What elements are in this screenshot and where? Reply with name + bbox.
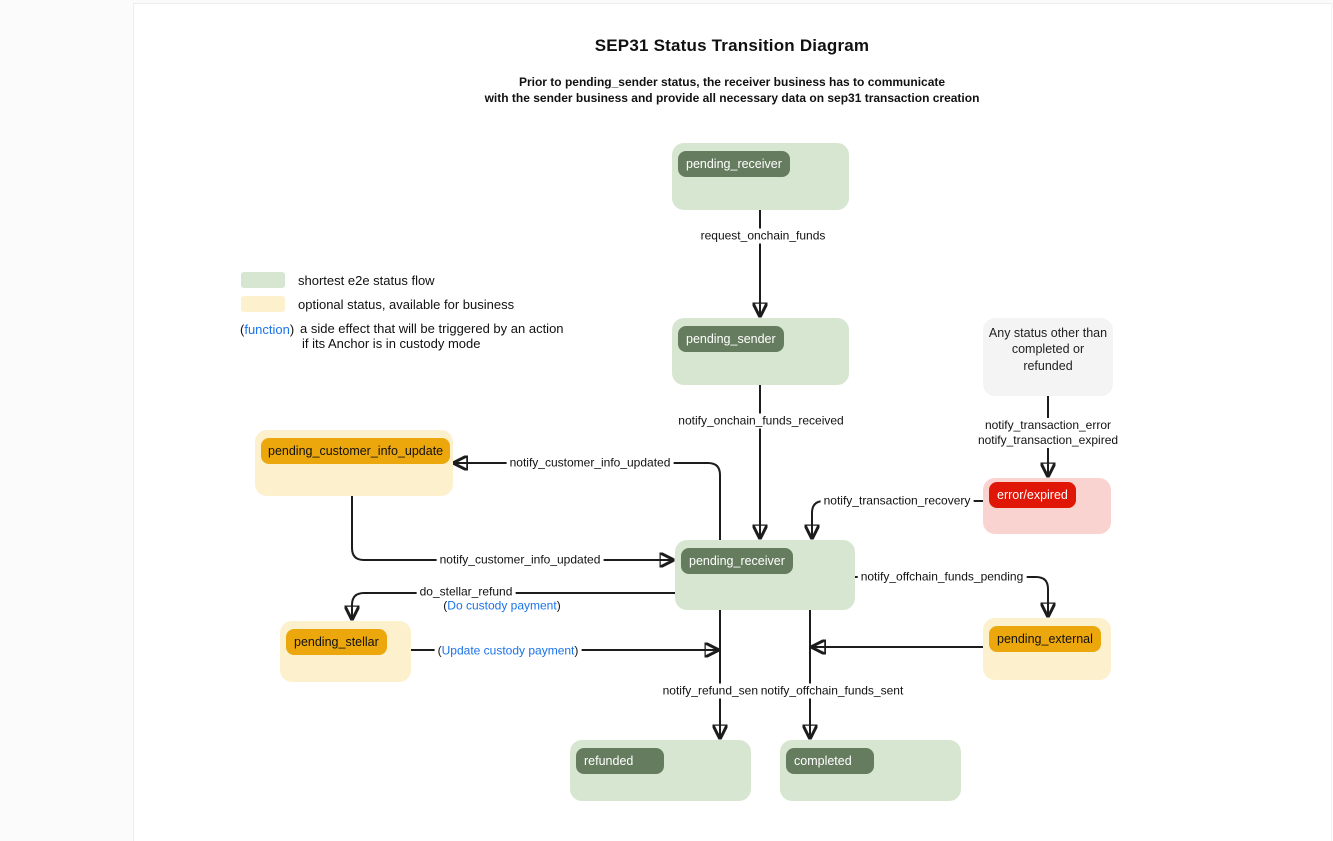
edge-notify-offchain-funds-pending — [855, 576, 1048, 615]
state-node-error-expired: error/expired — [983, 478, 1111, 534]
edge-label-do-stellar-refund: do_stellar_refund — [416, 584, 516, 600]
do-custody-payment-function: Do custody payment — [447, 598, 557, 613]
state-label-pending-receiver-top: pending_receiver — [678, 151, 790, 177]
legend-yellow-swatch — [241, 296, 285, 312]
state-label-pending-customer-info-update: pending_customer_info_update — [261, 438, 451, 464]
state-label-pending-sender: pending_sender — [678, 326, 784, 352]
page-subtitle: Prior to pending_sender status, the rece… — [133, 75, 1331, 106]
edge-label-notify-offchain-funds-pending: notify_offchain_funds_pending — [857, 569, 1027, 585]
legend-green-label: shortest e2e status flow — [298, 273, 435, 288]
edge-label-update-custody-payment: (Update custody payment) — [434, 643, 582, 659]
state-node-pending-external: pending_external — [983, 618, 1111, 680]
state-label-error-expired: error/expired — [989, 482, 1076, 508]
state-node-pending-receiver-mid: pending_receiver — [675, 540, 855, 610]
edge-label-notify-transaction-error-expired: notify_transaction_error notify_transact… — [974, 418, 1122, 448]
any-status-line1: Any status other than — [988, 326, 1108, 340]
legend-green-swatch — [241, 272, 285, 288]
edge-label-notify-refund-sent: notify_refund_sent — [659, 683, 765, 699]
edge-label-request-onchain-funds: request_onchain_funds — [697, 228, 829, 244]
legend-function-word: function — [244, 322, 290, 337]
state-node-any-status: Any status other than completed or refun… — [983, 318, 1113, 396]
state-node-pending-customer-info-update: pending_customer_info_update — [255, 430, 453, 496]
state-node-refunded: refunded — [570, 740, 751, 801]
state-label-pending-receiver-mid: pending_receiver — [681, 548, 793, 574]
edge-do-stellar-refund — [352, 592, 675, 618]
page-subtitle-line1: Prior to pending_sender status, the rece… — [518, 75, 946, 89]
legend-yellow-label: optional status, available for business — [298, 297, 515, 312]
state-node-pending-sender: pending_sender — [672, 318, 849, 385]
edge-notify-customer-info-updated-up — [455, 463, 721, 540]
edge-label-notify-transaction-recovery: notify_transaction_recovery — [820, 493, 974, 509]
page-subtitle-line2: with the sender business and provide all… — [484, 90, 980, 105]
state-node-completed: completed — [780, 740, 961, 801]
state-label-refunded: refunded — [576, 748, 664, 774]
state-node-pending-receiver-top: pending_receiver — [672, 143, 849, 210]
edge-label-notify-customer-info-updated-down: notify_customer_info_updated — [436, 552, 604, 568]
legend-function-desc-line1: a side effect that will be triggered by … — [300, 321, 564, 336]
state-label-pending-external: pending_external — [989, 626, 1101, 652]
edge-label-notify-offchain-funds-sent: notify_offchain_funds_sent — [757, 683, 907, 699]
page-title: SEP31 Status Transition Diagram — [594, 36, 870, 55]
any-status-line2: completed or refunded — [1011, 342, 1085, 373]
any-status-text: Any status other than completed or refun… — [983, 318, 1113, 381]
update-custody-payment-function: Update custody payment — [441, 643, 575, 658]
edge-label-notify-onchain-funds-received: notify_onchain_funds_received — [675, 413, 847, 429]
edge-label-notify-transaction-error: notify_transaction_error — [984, 418, 1112, 432]
legend-function-token: (function) — [240, 322, 295, 337]
edge-label-do-custody-payment: (Do custody payment) — [440, 598, 564, 614]
edge-label-notify-transaction-expired: notify_transaction_expired — [977, 433, 1119, 447]
state-node-pending-stellar: pending_stellar — [280, 621, 411, 682]
edge-notify-customer-info-updated-down — [351, 496, 672, 560]
edge-label-notify-customer-info-updated-up: notify_customer_info_updated — [506, 455, 674, 471]
state-label-completed: completed — [786, 748, 874, 774]
state-label-pending-stellar: pending_stellar — [286, 629, 387, 655]
legend-function-desc-line2: if its Anchor is in custody mode — [302, 336, 481, 351]
